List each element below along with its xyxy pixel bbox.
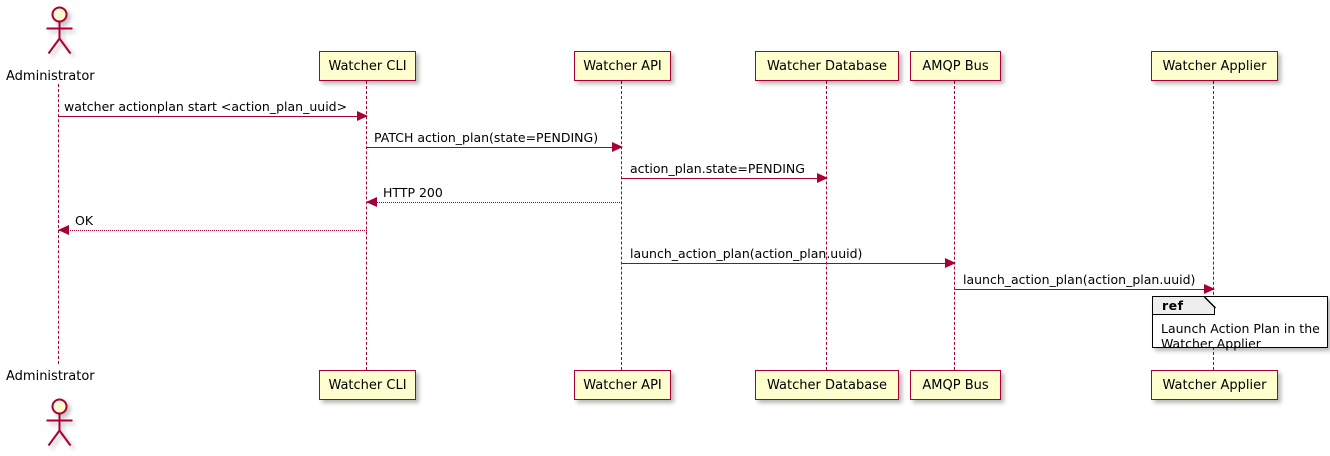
actor-top-administrator [39,4,79,60]
message-label-text-5: OK [75,212,94,228]
ref-fragment-fold-icon [1203,296,1217,316]
participant-top-watcher-api[interactable]: Watcher API [574,51,671,81]
lifeline-watcher-database [826,81,828,370]
participant-top-watcher-applier[interactable]: Watcher Applier [1151,51,1278,81]
message-label-text-1: watcher actionplan start <action_plan_uu… [64,98,348,114]
lifeline-administrator [58,84,60,364]
participant-bottom-watcher-applier[interactable]: Watcher Applier [1151,370,1278,400]
message-arrowhead-2 [612,142,623,152]
message-line-2 [367,147,622,148]
actor-bottom-administrator [39,396,79,452]
lifeline-watcher-applier [1213,81,1215,370]
message-line-7 [955,289,1214,290]
participant-bottom-watcher-database[interactable]: Watcher Database [755,370,899,400]
message-line-6 [622,263,955,264]
ref-fragment-keyword: ref [1153,297,1215,315]
message-label-text-7: launch_action_plan(action_plan.uuid) [963,271,1196,287]
lifeline-watcher-cli [366,81,368,370]
message-label-text-6: launch_action_plan(action_plan.uuid) [630,245,863,261]
message-arrowhead-5 [58,225,69,235]
participant-top-watcher-cli[interactable]: Watcher CLI [319,51,416,81]
lifeline-amqp-bus [954,81,956,370]
message-arrowhead-4 [366,197,377,207]
ref-fragment-text: Launch Action Plan in the Watcher Applie… [1161,321,1320,351]
message-line-4 [367,202,622,203]
participant-bottom-label-administrator: Administrator [6,369,95,384]
message-label-text-3: action_plan.state=PENDING [630,160,805,176]
message-arrowhead-7 [1204,284,1215,294]
participant-top-amqp-bus[interactable]: AMQP Bus [910,51,1001,81]
participant-bottom-amqp-bus[interactable]: AMQP Bus [910,370,1001,400]
message-arrowhead-6 [945,258,956,268]
message-line-3 [622,178,827,179]
message-line-1 [59,116,367,117]
participant-top-label-administrator: Administrator [6,69,95,84]
message-arrowhead-3 [817,173,828,183]
message-line-5 [59,230,367,231]
lifeline-watcher-api [621,81,623,370]
message-label-text-4: HTTP 200 [383,184,443,200]
participant-bottom-watcher-cli[interactable]: Watcher CLI [319,370,416,400]
message-label-text-2: PATCH action_plan(state=PENDING) [374,129,599,145]
message-arrowhead-1 [357,111,368,121]
participant-top-watcher-database[interactable]: Watcher Database [755,51,899,81]
participant-bottom-watcher-api[interactable]: Watcher API [574,370,671,400]
